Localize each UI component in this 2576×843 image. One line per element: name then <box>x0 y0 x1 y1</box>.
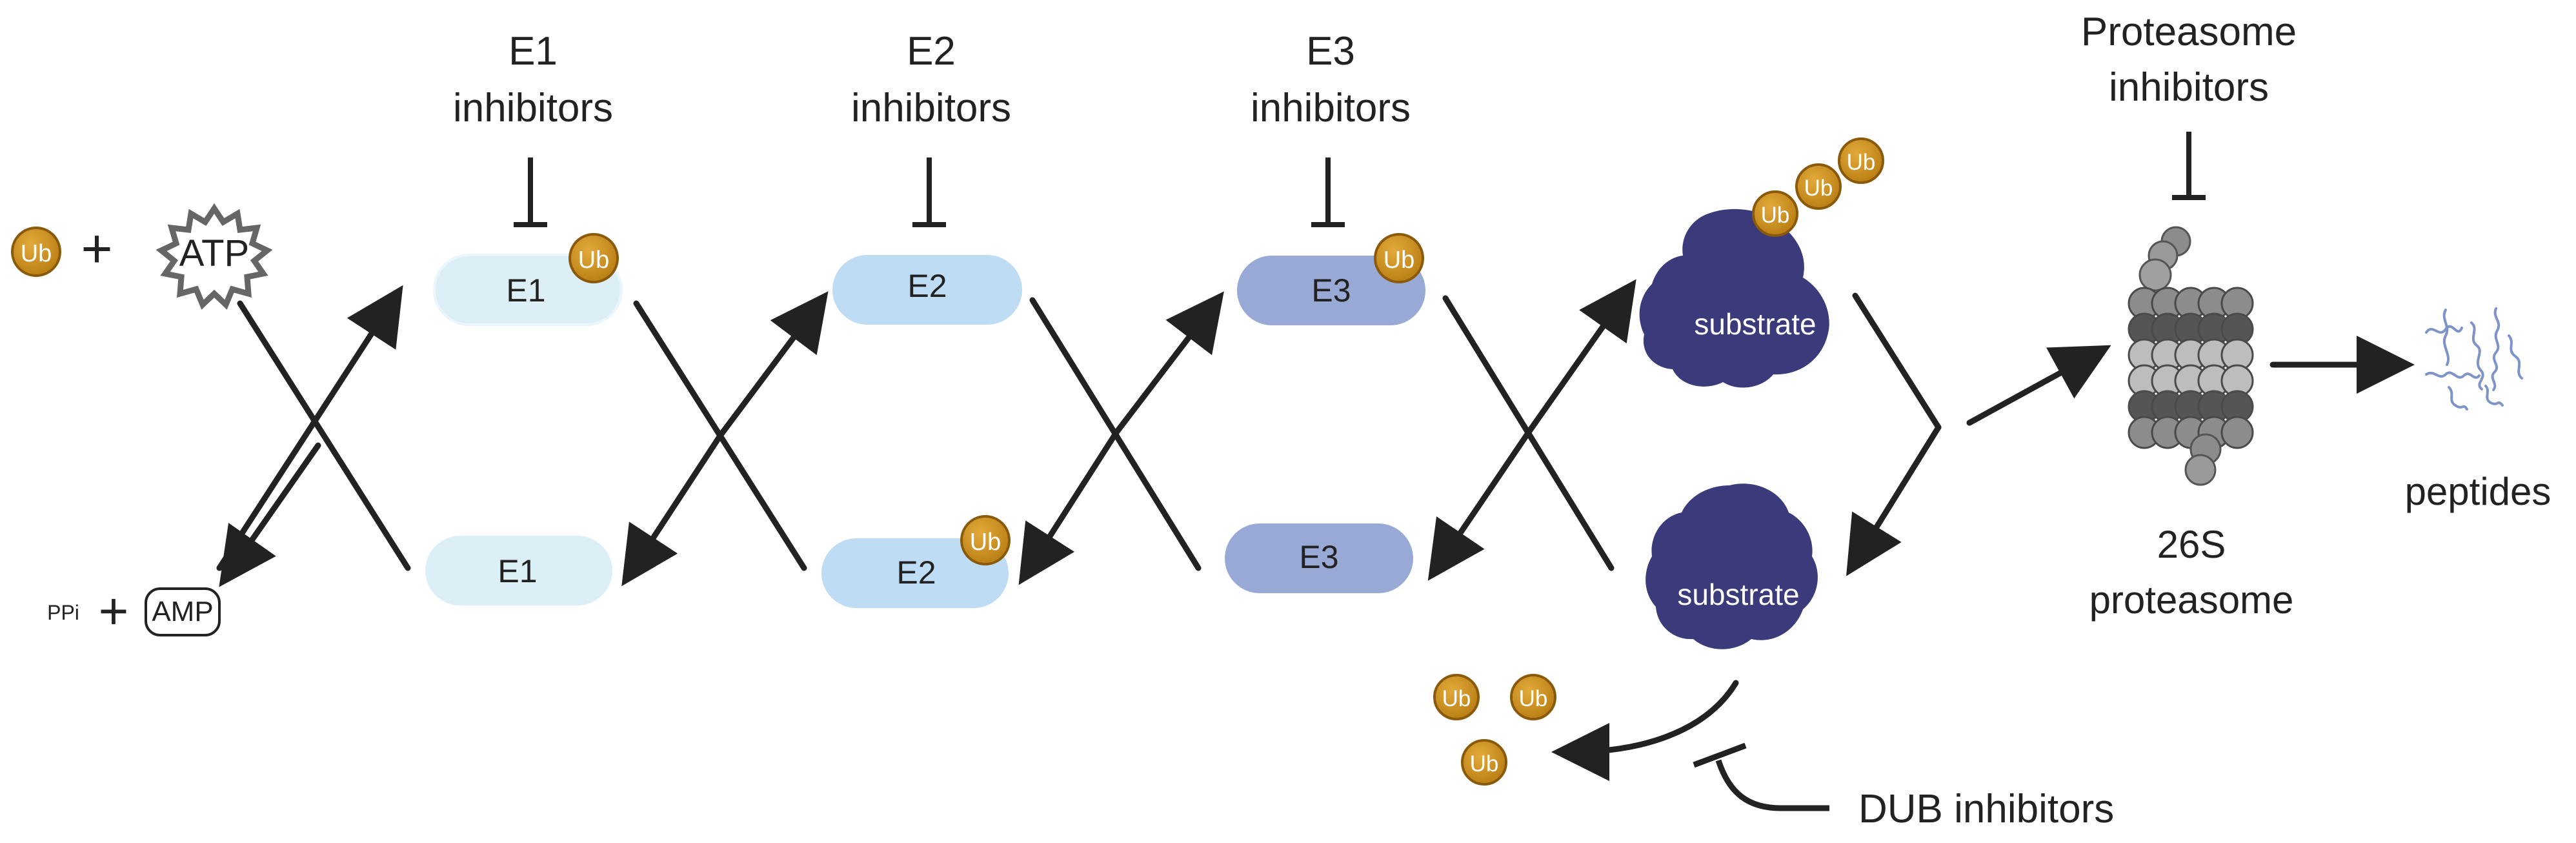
cross-arrows-e3-substrate <box>1427 279 1636 581</box>
free-ub-token-1: Ub <box>1433 674 1480 720</box>
reactant-ub-token: Ub <box>11 227 61 277</box>
cross-arrows-e2-e3 <box>1018 291 1224 585</box>
e1-inhibitors-label: E1 inhibitors <box>453 29 613 130</box>
svg-text:Ub: Ub <box>21 240 52 267</box>
svg-text:Proteasome: Proteasome <box>2081 10 2297 54</box>
deubiquitination-arrow <box>1551 680 1739 781</box>
ub-token-e2: Ub <box>960 515 1011 565</box>
svg-text:E3: E3 <box>1299 539 1338 575</box>
proteasome-inhibitors-label: Proteasome inhibitors <box>2081 10 2297 110</box>
e3-charged-pill: E3 <box>1237 256 1425 325</box>
svg-text:ATP: ATP <box>179 232 250 274</box>
svg-text:E1: E1 <box>498 553 537 589</box>
ub-chain-token-2: Ub <box>1795 163 1842 210</box>
e3-inhibitors-label: E3 inhibitors <box>1251 29 1411 130</box>
ppi-label: PPi <box>47 601 79 624</box>
e2-charged-pill: E2 <box>821 538 1009 608</box>
svg-text:E2: E2 <box>907 29 956 74</box>
svg-text:Ub: Ub <box>578 247 610 274</box>
dub-inhibition-connector <box>1715 759 1829 811</box>
deubiquitinated-substrate: substrate <box>1645 483 1818 649</box>
ub-token-e1: Ub <box>569 233 619 283</box>
proteasome-label-line1: 26S <box>2157 523 2226 566</box>
svg-text:E3: E3 <box>1311 272 1351 309</box>
product-plus-sign: + <box>99 582 129 640</box>
proteasome-icon <box>2128 226 2254 486</box>
svg-text:substrate: substrate <box>1677 578 1799 611</box>
svg-text:E1: E1 <box>508 29 558 74</box>
peptides-label: peptides <box>2405 470 2551 513</box>
svg-text:Ub: Ub <box>1519 686 1548 711</box>
free-ub-token-2: Ub <box>1510 674 1556 720</box>
svg-text:Ub: Ub <box>1847 150 1876 175</box>
proteasome-cap-bottom <box>2184 433 2222 486</box>
svg-text:inhibitors: inhibitors <box>453 86 613 130</box>
svg-text:Ub: Ub <box>970 529 1001 556</box>
svg-text:E2: E2 <box>907 268 947 304</box>
free-ub-token-3: Ub <box>1461 739 1507 786</box>
svg-text:inhibitors: inhibitors <box>2109 65 2269 110</box>
e2-inhibition-bar <box>912 157 946 227</box>
e1-inhibition-bar <box>514 157 547 227</box>
e1-free-pill: E1 <box>425 536 612 605</box>
proteasome-core <box>2128 287 2254 449</box>
e2-inhibitors-label: E2 inhibitors <box>851 29 1011 130</box>
substrate-branch-arrows <box>1846 292 2111 576</box>
proteasome-cap-top <box>2138 226 2191 292</box>
ub-chain-token-1: Ub <box>1752 190 1798 237</box>
e2-free-pill: E2 <box>832 255 1022 325</box>
svg-text:E1: E1 <box>506 272 545 309</box>
e3-free-pill: E3 <box>1225 523 1413 593</box>
e3-inhibition-bar <box>1311 157 1345 227</box>
ubiquitinated-substrate: substrate <box>1639 208 1829 388</box>
dub-inhibitors-label: DUB inhibitors <box>1858 787 2114 831</box>
svg-text:E3: E3 <box>1306 29 1355 74</box>
svg-text:AMP: AMP <box>152 596 213 627</box>
cross-arrows-e1-e2 <box>621 291 829 587</box>
ub-chain: Ub Ub Ub <box>1752 137 1884 237</box>
proteasome-subunit <box>2220 416 2254 449</box>
reactant-plus-sign: + <box>81 218 112 279</box>
svg-text:substrate: substrate <box>1694 307 1816 341</box>
svg-text:Ub: Ub <box>1470 751 1499 777</box>
svg-text:Ub: Ub <box>1761 203 1790 228</box>
amp-box: AMP <box>145 587 221 636</box>
svg-text:E2: E2 <box>896 554 936 591</box>
peptides-icon <box>2425 307 2523 411</box>
svg-text:inhibitors: inhibitors <box>851 86 1011 130</box>
dub-inhibition-bar <box>1693 742 1747 768</box>
svg-text:Ub: Ub <box>1384 247 1415 274</box>
proteasome-inhibition-bar <box>2172 132 2206 200</box>
svg-text:inhibitors: inhibitors <box>1251 86 1411 130</box>
cross-arrows-atp-e1 <box>216 285 411 587</box>
svg-text:Ub: Ub <box>1804 176 1833 201</box>
atp-burst: ATP <box>156 203 273 310</box>
ub-token-e3: Ub <box>1374 233 1424 283</box>
ub-chain-token-3: Ub <box>1838 137 1884 184</box>
atp-burst-shape <box>156 203 273 310</box>
proteasome-label-line2: proteasome <box>2089 578 2294 622</box>
svg-text:Ub: Ub <box>1442 686 1471 711</box>
